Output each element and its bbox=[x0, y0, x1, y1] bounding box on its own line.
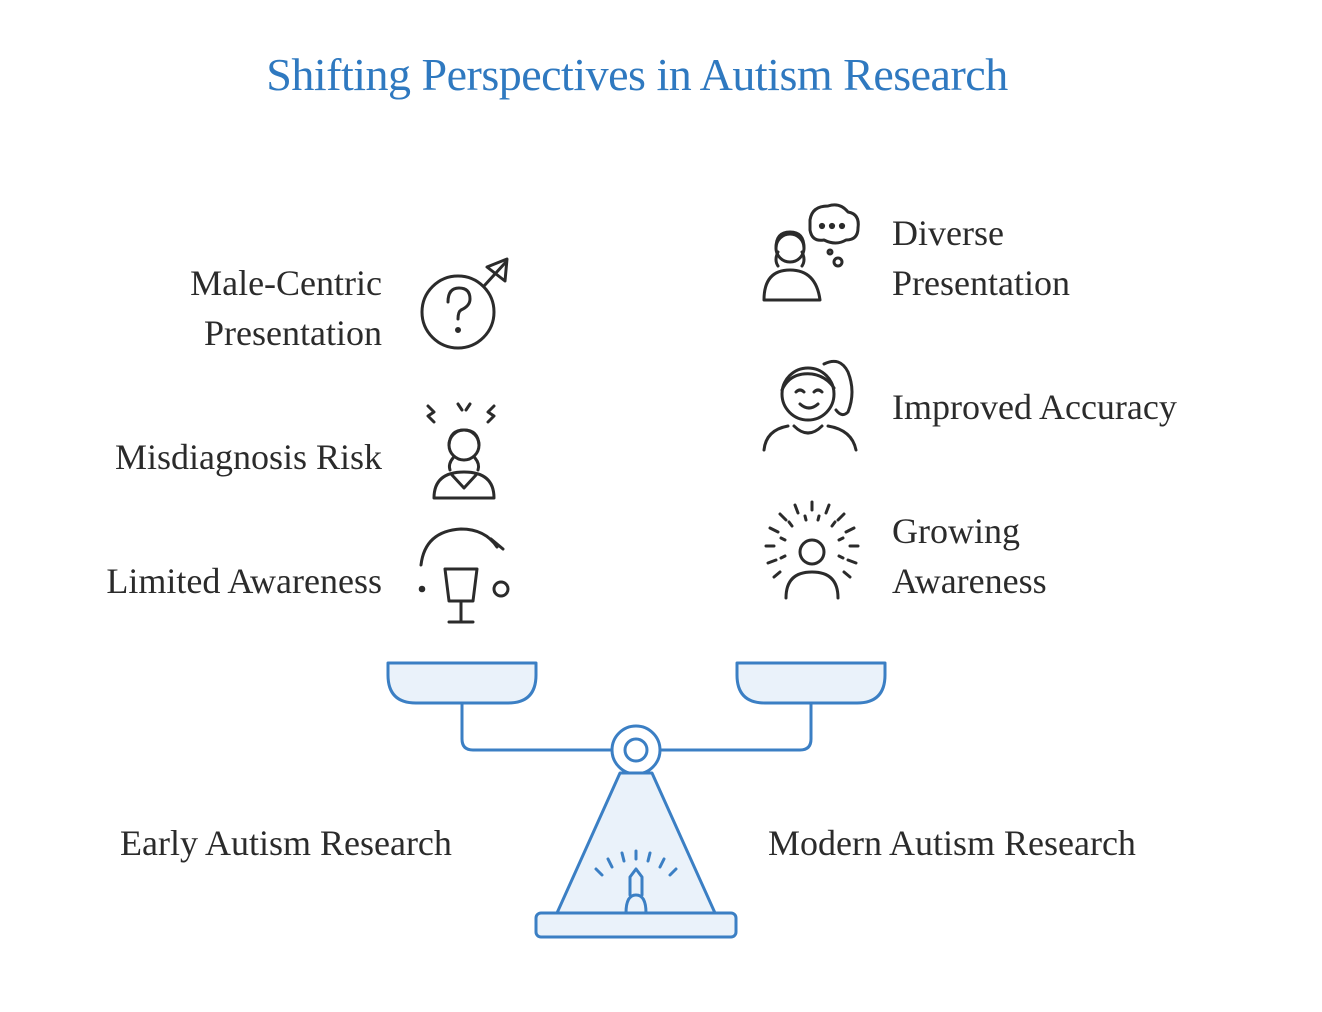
gender-question-icon bbox=[415, 255, 515, 355]
label-line: Awareness bbox=[892, 561, 1047, 601]
balance-scale bbox=[380, 655, 900, 959]
scale-foot bbox=[534, 911, 738, 939]
label-diverse-presentation: Diverse Presentation bbox=[892, 208, 1070, 308]
scale-beam bbox=[460, 701, 614, 752]
label-line: Misdiagnosis Risk bbox=[114, 437, 382, 477]
scale-base bbox=[555, 771, 717, 915]
label-misdiagnosis-risk: Misdiagnosis Risk bbox=[115, 432, 382, 482]
label-line: Improved Accuracy bbox=[892, 387, 1177, 427]
label-line: Presentation bbox=[204, 313, 382, 353]
right-pan bbox=[735, 661, 887, 705]
scale-pivot bbox=[610, 724, 662, 776]
label-limited-awareness: Limited Awareness bbox=[106, 556, 382, 606]
diagram-title: Shifting Perspectives in Autism Research bbox=[266, 49, 1008, 100]
label-line: Presentation bbox=[892, 263, 1070, 303]
label-line: Male-Centric bbox=[190, 263, 382, 303]
label-improved-accuracy: Improved Accuracy bbox=[892, 382, 1177, 432]
label-growing-awareness: Growing Awareness bbox=[892, 506, 1047, 606]
label-male-centric-presentation: Male-Centric Presentation bbox=[190, 258, 382, 358]
stressed-person-icon bbox=[420, 400, 510, 505]
label-line: Limited Awareness bbox=[106, 561, 382, 601]
label-line: Growing bbox=[892, 511, 1020, 551]
label-line: Diverse bbox=[892, 213, 1004, 253]
smiling-woman-icon bbox=[760, 350, 865, 455]
dim-lamp-icon bbox=[415, 525, 515, 630]
person-thought-bubble-icon bbox=[760, 200, 865, 305]
radiant-person-icon bbox=[760, 500, 865, 605]
side-label-modern: Modern Autism Research bbox=[768, 823, 1136, 863]
left-pan bbox=[386, 661, 538, 705]
side-label-early: Early Autism Research bbox=[120, 823, 452, 863]
